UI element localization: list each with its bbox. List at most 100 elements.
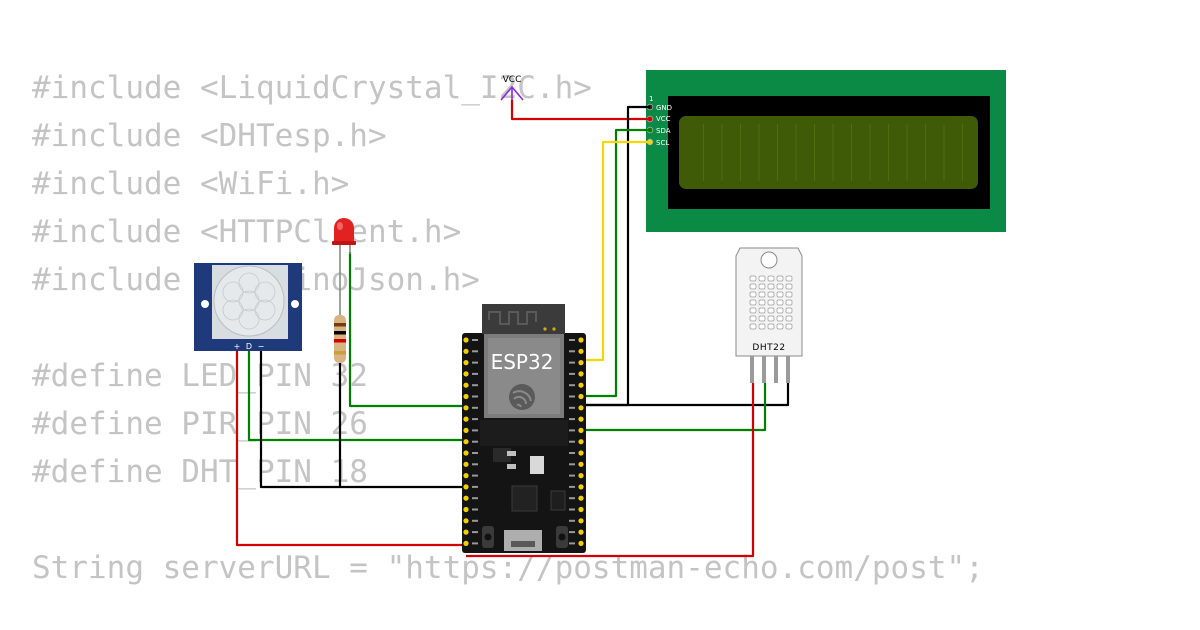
dht22-sensor[interactable]: DHT22 [735,247,803,383]
esp32-pin[interactable] [578,506,584,513]
esp32-pin-silkscreen [569,406,575,409]
esp32-pin-silkscreen [569,519,575,522]
esp32-pin[interactable] [578,450,584,456]
esp32-pin[interactable] [578,360,584,366]
esp32-pin[interactable] [463,484,469,490]
esp32-pin[interactable] [463,393,469,400]
esp32-pin[interactable] [578,382,584,388]
wire-dht-data[interactable] [583,383,767,432]
esp32-pin-silkscreen [569,452,575,454]
esp32-pin-silkscreen [569,429,575,432]
esp32-pin-silkscreen [569,440,575,443]
esp32-pin[interactable] [463,473,469,479]
wire-lcd-scl[interactable] [583,140,650,362]
esp32-pin-silkscreen [569,463,575,466]
esp32-pin[interactable] [578,484,584,490]
lcd-pin-sda-label: SDA [656,127,671,135]
esp32-pin[interactable] [463,382,469,388]
dht-vent [758,315,766,322]
esp32-devkit[interactable]: ESP32 [462,304,586,553]
esp32-pin-silkscreen [569,350,575,353]
esp32-pin[interactable] [578,371,584,377]
esp32-pin[interactable] [578,393,584,400]
esp32-pin-silkscreen [472,372,478,375]
dht-vent [749,307,757,314]
esp32-pin-silkscreen [472,429,478,432]
esp32-pin[interactable] [578,518,584,524]
esp32-pin[interactable] [578,495,584,501]
code-line: #include <HTTPClient.h> [32,214,462,250]
dht-vent [749,275,757,282]
dht-vent [776,275,784,282]
pir-pin-gnd-label: − [258,342,265,351]
resistor[interactable] [334,315,346,363]
esp32-pin-silkscreen [472,542,478,545]
dht-vent [785,307,793,314]
dht-vent [758,283,766,290]
wire-led-signal[interactable] [348,252,466,408]
esp32-pin-headers [463,337,584,547]
esp32-pin[interactable] [463,495,469,501]
esp32-pin-silkscreen [472,463,478,466]
esp32-pin[interactable] [578,427,584,433]
dht-pin[interactable] [786,356,790,383]
esp32-pin[interactable] [578,540,584,547]
esp32-pin-silkscreen [569,542,575,545]
wire-dht-vcc[interactable] [466,383,755,558]
dht-vent [767,283,775,290]
dht-vent [776,323,784,330]
esp32-pin-silkscreen [472,474,478,477]
pir-pin-data-label: D [246,342,252,351]
esp32-pin[interactable] [578,405,584,411]
code-line: #define PIR_PIN 26 [32,406,368,442]
esp32-pin[interactable] [463,439,469,445]
esp32-pin[interactable] [463,371,469,377]
esp32-pin-silkscreen [472,339,478,341]
esp32-pin[interactable] [463,427,469,433]
esp32-pin-silkscreen [569,531,575,534]
dht-vent [767,291,775,298]
dht-vent-grid [749,275,793,330]
wire-pir-gnd[interactable] [259,351,466,489]
esp32-pin[interactable] [463,337,469,343]
esp32-pin[interactable] [463,405,469,411]
pir-sensor[interactable]: + D − [194,263,302,351]
wire-vcc-to-lcd[interactable] [510,100,650,121]
esp32-pin[interactable] [463,360,469,366]
wire-dht-gnd[interactable] [583,383,790,407]
esp32-pin[interactable] [578,439,584,445]
lcd-display[interactable]: 1 GND VCC SDA SCL [646,70,1006,232]
esp32-pin-silkscreen [472,406,478,409]
pir-pin-vcc-label: + [234,342,241,351]
dht-pin[interactable] [750,356,754,383]
esp32-pin-silkscreen [472,519,478,522]
wire-pir-vcc[interactable] [235,351,466,547]
esp32-pin[interactable] [578,337,584,343]
dht-pin[interactable] [774,356,778,383]
code-line: #define DHT_PIN 18 [32,454,368,490]
dht-pin[interactable] [762,356,766,383]
pir-lens-pattern [222,272,276,330]
esp32-pin[interactable] [463,540,469,547]
vcc-symbol[interactable]: VCC [500,75,524,101]
red-led[interactable] [332,218,356,315]
lcd-pin-one-marker: 1 [649,95,653,103]
esp32-pin[interactable] [578,348,584,354]
esp32-pin-silkscreen [472,384,478,387]
esp32-pin-silkscreen [472,440,478,443]
esp32-pin[interactable] [578,461,584,467]
wire-lcd-sda[interactable] [583,128,650,398]
micro-usb-port[interactable] [504,530,542,551]
esp32-pin[interactable] [463,348,469,354]
esp32-pin[interactable] [578,529,584,535]
esp32-pin[interactable] [578,416,584,422]
esp32-pin[interactable] [463,506,469,513]
esp32-pin[interactable] [463,529,469,535]
wire-pir-data[interactable] [247,351,466,442]
esp32-pin[interactable] [463,518,469,524]
esp32-pin[interactable] [578,473,584,479]
esp32-pin[interactable] [463,450,469,456]
esp32-pin[interactable] [463,416,469,422]
esp32-pin[interactable] [463,461,469,467]
esp32-pin-silkscreen [472,361,478,364]
